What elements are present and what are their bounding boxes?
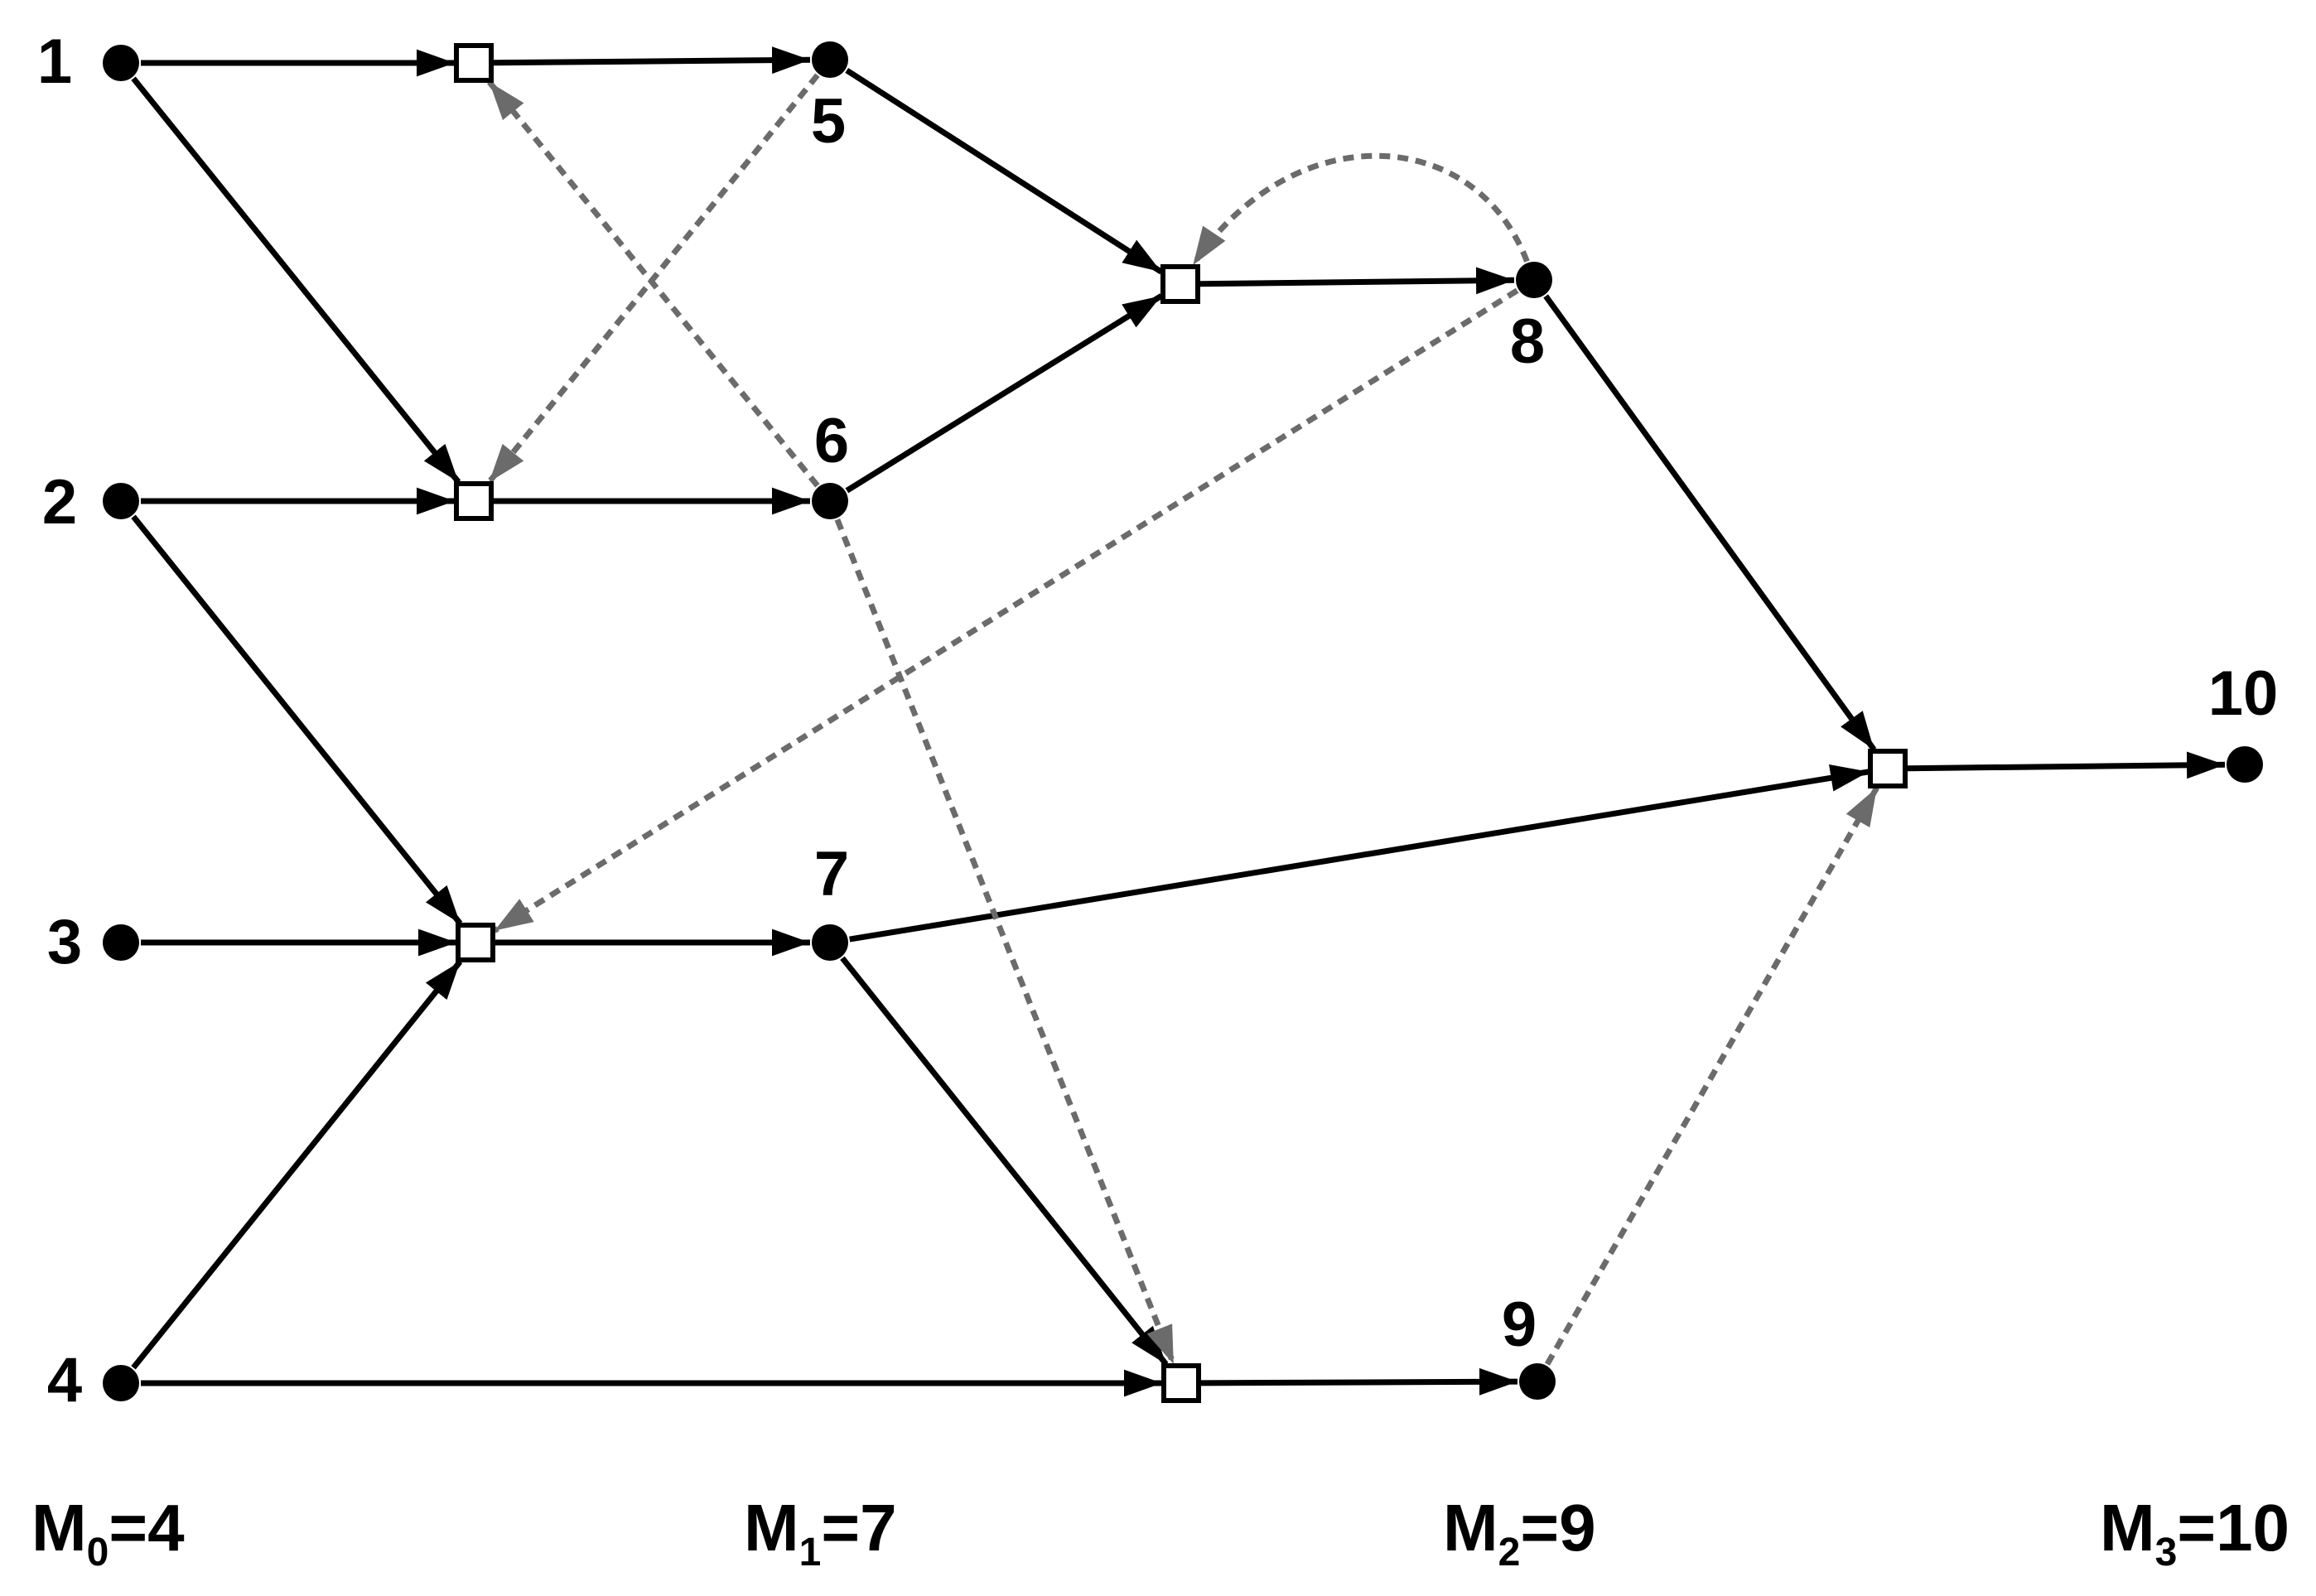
edge-n1-to-jB (131, 76, 461, 485)
circle-node-icon-n7 (812, 924, 848, 961)
stage-label-m1: M1=7 (744, 1491, 897, 1574)
stage-value: =10 (2177, 1491, 2289, 1565)
node-label-n7: 7 (814, 839, 849, 909)
stage-label-m0: M0=4 (31, 1491, 185, 1574)
edges-layer (131, 46, 2226, 1397)
edge-n8-to-jC-dashed (493, 287, 1519, 933)
edge-n2-to-jC (131, 514, 463, 926)
stage-subscript: 3 (2155, 1531, 2178, 1574)
stage-value: =7 (821, 1491, 896, 1565)
stage-label-m2: M2=9 (1443, 1491, 1596, 1574)
square-junction-icon-jE (1161, 1363, 1201, 1403)
stage-prefix: M (2100, 1491, 2155, 1565)
circle-node-icon-n8 (1516, 262, 1552, 298)
stage-label-m3: M3=10 (2100, 1491, 2289, 1574)
node-label-n6: 6 (814, 406, 849, 476)
node-label-n2: 2 (42, 467, 77, 538)
circle-node-icon-n2 (103, 483, 139, 519)
edge-n6-to-jE-dashed (834, 518, 1177, 1366)
edge-n4-to-jC (131, 959, 463, 1370)
edge-n7-to-jE (840, 956, 1169, 1367)
labels-layer: 1 2 3 4 5 6 7 8 9 10 (37, 27, 2278, 1415)
node-label-n3: 3 (47, 907, 82, 977)
stage-subscript: 0 (87, 1531, 109, 1574)
circle-node-icon-n5 (812, 41, 848, 78)
edge-n8-to-jD-dashed (1190, 152, 1530, 267)
stage-value: =9 (1520, 1491, 1595, 1565)
edge-n7-to-jF (849, 764, 1870, 943)
stage-value: =4 (109, 1491, 185, 1565)
node-label-n5: 5 (811, 86, 846, 157)
stage-prefix: M (31, 1491, 87, 1565)
node-label-n1: 1 (37, 27, 72, 97)
circle-node-icon-n1 (103, 45, 139, 81)
stage-subscript: 2 (1498, 1531, 1521, 1574)
node-label-n4: 4 (47, 1345, 82, 1415)
stage-prefix: M (744, 1491, 799, 1565)
circle-node-icon-n9 (1519, 1363, 1556, 1400)
node-label-n9: 9 (1502, 1290, 1537, 1360)
node-label-n8: 8 (1510, 306, 1545, 377)
square-junction-icon-jD (1160, 264, 1200, 304)
edge-n8-to-jF (1543, 294, 1877, 752)
edge-jF-to-n10 (1906, 751, 2226, 779)
edge-jA-to-n5 (492, 46, 811, 75)
nodes-layer (103, 41, 2263, 1403)
edge-jD-to-n8 (1199, 267, 1515, 295)
square-junction-icon-jF (1868, 749, 1908, 788)
square-junction-icon-jA (454, 43, 494, 83)
circle-node-icon-n4 (103, 1365, 139, 1401)
circle-node-icon-n6 (812, 483, 848, 519)
edge-n5-to-jB-dashed (486, 73, 820, 485)
node-label-n10: 10 (2208, 658, 2279, 729)
edge-n9-to-jF-dashed (1544, 786, 1879, 1366)
stage-prefix: M (1443, 1491, 1498, 1565)
square-junction-icon-jC (456, 923, 495, 962)
edge-jE-to-n9 (1199, 1367, 1518, 1396)
stage-subscript: 1 (799, 1531, 822, 1574)
edge-n5-to-jD (845, 67, 1163, 275)
edge-n6-to-jA-dashed (486, 80, 820, 488)
circle-node-icon-n3 (103, 924, 139, 961)
edge-n6-to-jD (845, 293, 1163, 494)
circle-node-icon-n10 (2227, 746, 2263, 783)
square-junction-icon-jB (454, 481, 494, 521)
